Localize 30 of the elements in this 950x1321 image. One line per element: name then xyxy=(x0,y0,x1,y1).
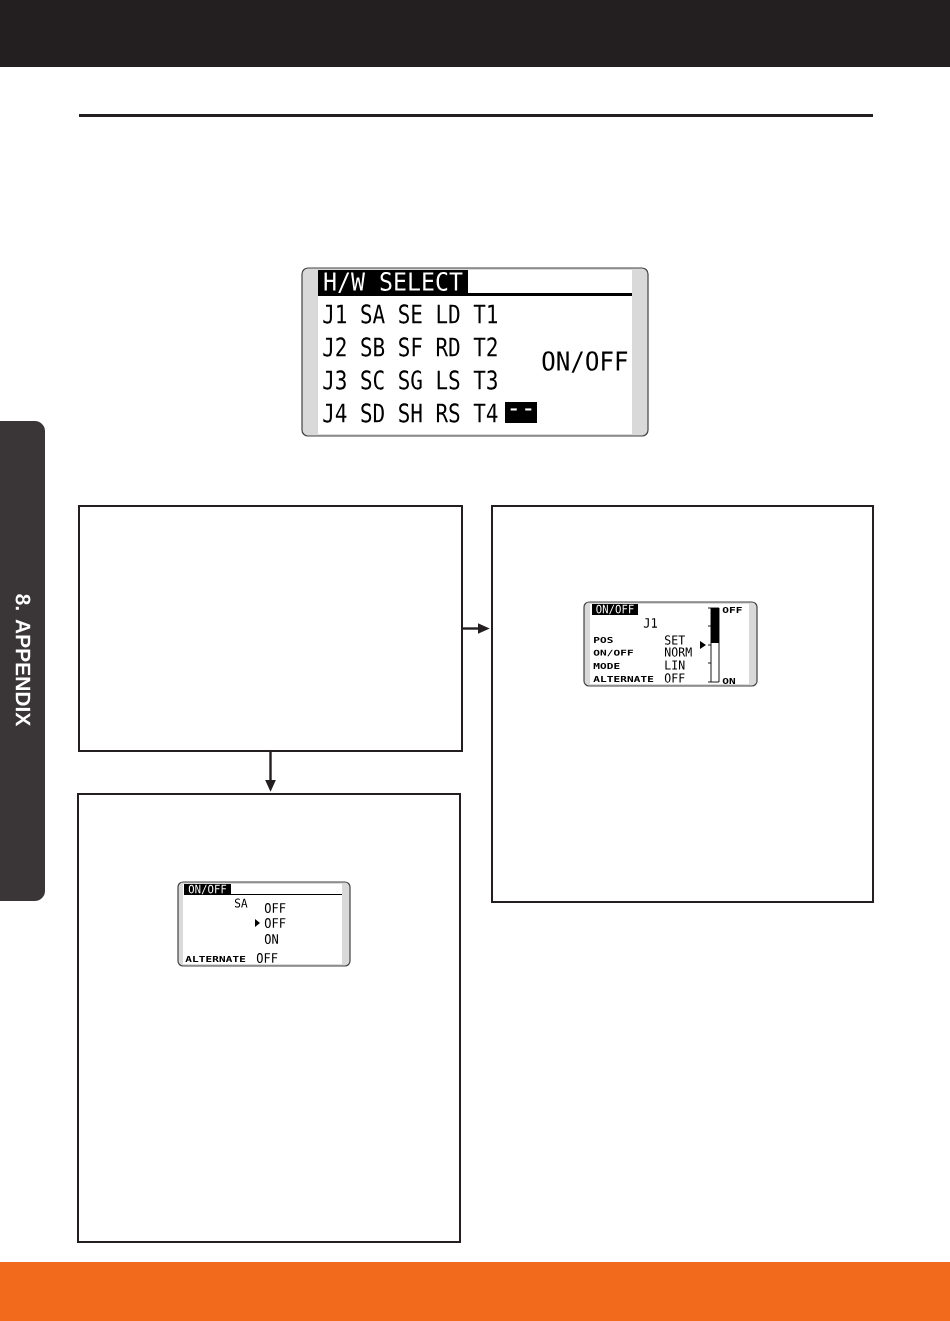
screen-title: ON/OFF xyxy=(184,884,231,895)
setting-value: OFF xyxy=(264,918,286,928)
setting-label: POS xyxy=(594,636,613,644)
menu-row: J2 SB SF RD T2 xyxy=(323,337,497,357)
panel-box xyxy=(491,505,874,903)
setting-value: ON xyxy=(264,934,278,944)
setting-label: ON/OFF xyxy=(593,649,633,657)
setting-value: J1 xyxy=(643,618,657,628)
setting-value: OFF xyxy=(264,903,286,913)
setting-value: OFF xyxy=(664,673,685,683)
setting-label: ALTERNATE xyxy=(593,676,654,682)
selected-value: -- xyxy=(505,402,537,423)
menu-row: J3 SC SG LS T3 xyxy=(323,370,497,390)
setting-value: OFF xyxy=(256,953,278,963)
bar-label: OFF xyxy=(722,606,742,614)
panel-box xyxy=(78,505,463,752)
screen-title: ON/OFF xyxy=(592,604,638,615)
setting-value: LIN xyxy=(665,660,685,670)
setting-label: ALTERNATE xyxy=(185,956,246,962)
setting-value: ON/OFF xyxy=(542,351,628,373)
screen-title: H/W SELECT xyxy=(318,270,468,295)
panel-box xyxy=(77,793,461,1243)
bar-label: ON xyxy=(722,677,736,685)
setting-value: NORM xyxy=(665,647,692,657)
setting-label: SA xyxy=(234,898,248,908)
setting-value: SET xyxy=(665,635,685,645)
menu-row: J1 SA SE LD T1 xyxy=(323,304,497,324)
section-tab: 8. APPENDIX xyxy=(0,421,45,901)
menu-row: J4 SD SH RS T4 xyxy=(323,403,498,423)
setting-label: MODE xyxy=(593,662,620,670)
